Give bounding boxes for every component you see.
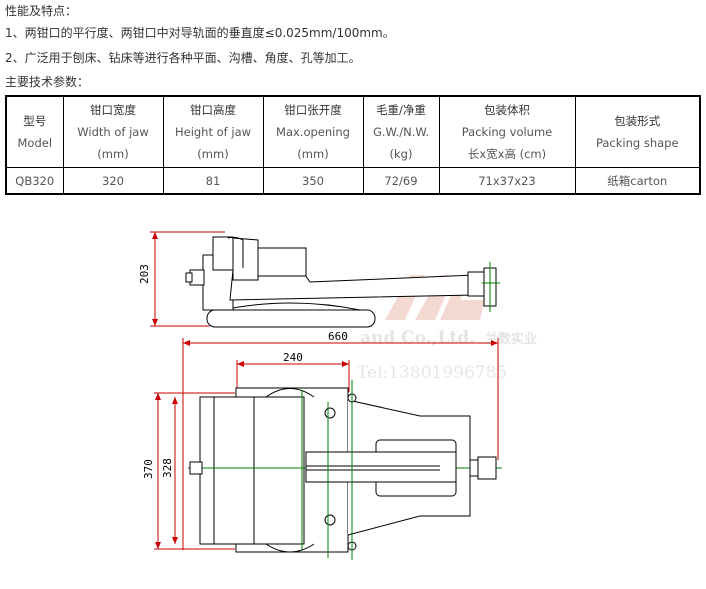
cell-volume: 71x37x23 <box>438 167 576 195</box>
cell-packing: 纸箱carton <box>574 167 701 195</box>
vise-technical-drawing: and Co.,Ltd. 兰数实业 Tel:13801996785 <box>138 231 537 560</box>
cell-weight: 72/69 <box>362 167 440 195</box>
cell-height: 81 <box>162 167 264 195</box>
dim-overall-length: 660 <box>328 330 348 343</box>
feature-1: 1、两钳口的平行度、两钳口中对导轨面的垂直度≤0.025mm/100mm。 <box>5 26 395 40</box>
features-title: 性能及特点： <box>5 4 78 18</box>
dim-side-height: 203 <box>138 264 151 284</box>
cell-model: QB320 <box>5 167 64 195</box>
table-row: QB320 320 81 350 72/69 71x37x23 纸箱carton <box>5 167 701 195</box>
params-title: 主要技术参数： <box>5 75 90 89</box>
dim-base-width: 370 <box>142 459 155 479</box>
side-view <box>150 231 500 328</box>
top-view <box>154 338 502 560</box>
feature-2: 2、广泛用于刨床、钻床等进行各种平面、沟槽、角度、孔等加工。 <box>5 51 361 65</box>
watermark-company: and Co.,Ltd. <box>360 328 475 348</box>
dim-jaw-offset: 240 <box>283 351 303 364</box>
watermark-phone: Tel:13801996785 <box>357 363 507 383</box>
cell-opening: 350 <box>262 167 364 195</box>
cell-width: 320 <box>62 167 164 195</box>
dim-jaw-width: 328 <box>161 458 174 478</box>
